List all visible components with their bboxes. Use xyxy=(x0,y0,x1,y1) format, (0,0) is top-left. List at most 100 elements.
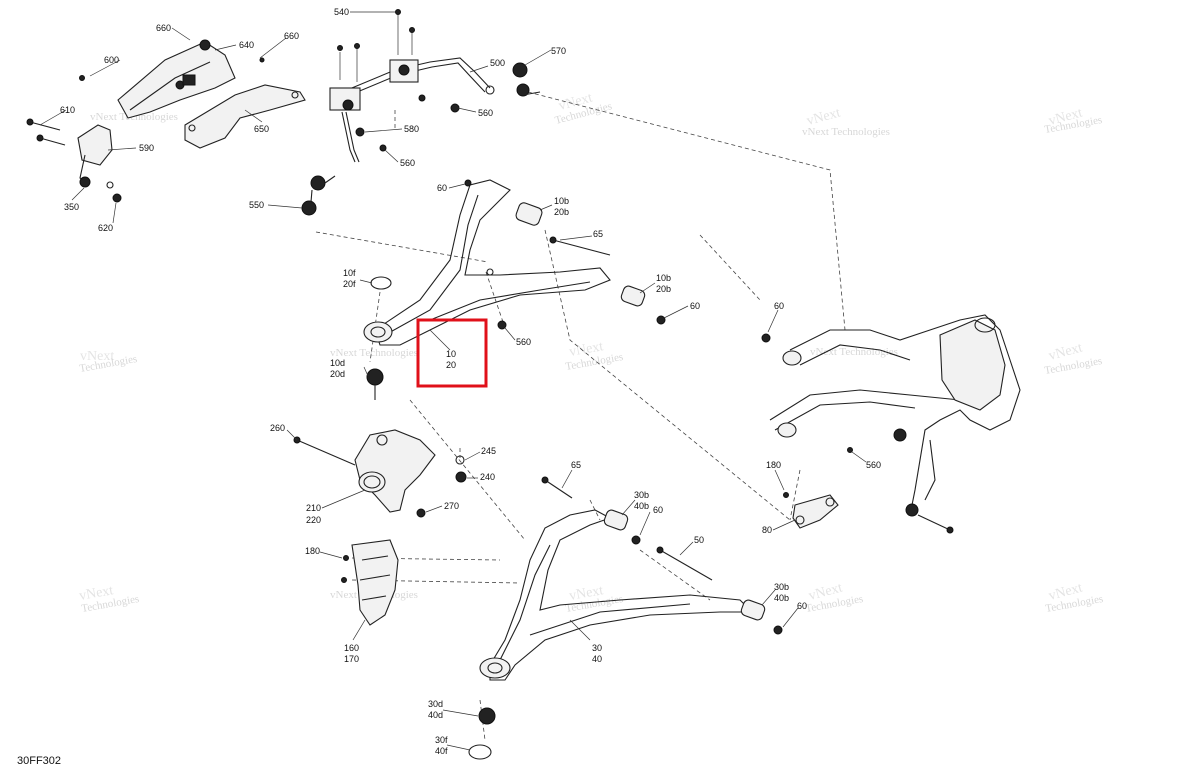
callout-560: 560 xyxy=(400,158,415,168)
nut-270-icon xyxy=(416,508,426,518)
highlight-box xyxy=(416,318,488,388)
callout-260: 260 xyxy=(270,423,285,433)
leader-lines xyxy=(39,11,867,751)
knuckle-assembly xyxy=(293,429,467,518)
watermark: vNext xyxy=(568,339,604,360)
callout-65: 65 xyxy=(571,460,581,470)
washer-245-icon xyxy=(455,455,465,465)
screw-180-icon xyxy=(783,492,789,498)
callout-550: 550 xyxy=(249,200,264,210)
guard-160 xyxy=(351,539,399,626)
callout-560: 560 xyxy=(516,337,531,347)
callout-245: 245 xyxy=(481,446,496,456)
callout-60: 60 xyxy=(653,505,663,515)
callout-560: 560 xyxy=(866,460,881,470)
link-rods xyxy=(301,62,541,216)
callout-60: 60 xyxy=(774,301,784,311)
lower-control-arm xyxy=(468,476,783,760)
link-rod-end-550 xyxy=(310,175,326,191)
callout-600: 600 xyxy=(104,55,119,65)
nut-240-icon xyxy=(455,471,467,483)
callout-570: 570 xyxy=(551,46,566,56)
knuckle-210 xyxy=(354,429,436,513)
sensor-590 xyxy=(77,124,113,166)
callout-40b: 40b xyxy=(634,501,649,511)
bushing-30b xyxy=(740,599,766,621)
callout-240: 240 xyxy=(480,472,495,482)
bushing-30b xyxy=(603,509,629,531)
upper-control-arm xyxy=(363,179,666,400)
retaining-ring-10f xyxy=(370,276,392,290)
callout-60: 60 xyxy=(690,301,700,311)
watermark: vNext Technologies xyxy=(330,347,418,359)
ball-joint-seat xyxy=(363,321,393,343)
watermark: vNext xyxy=(80,349,114,364)
callout-180: 180 xyxy=(766,460,781,470)
callout-210: 210 xyxy=(306,503,321,513)
callout-20b: 20b xyxy=(554,207,569,217)
screw-180-icon xyxy=(341,577,347,583)
stabilizer-bar-assembly xyxy=(329,9,495,163)
callout-40f: 40f xyxy=(435,746,448,756)
callout-65: 65 xyxy=(593,229,603,239)
nut-60-icon xyxy=(464,179,472,187)
bolt-icon xyxy=(199,39,211,51)
callout-580: 580 xyxy=(404,124,419,134)
callout-30d: 30d xyxy=(428,699,443,709)
callout-20f: 20f xyxy=(343,279,356,289)
watermark: vNext xyxy=(78,583,114,604)
callout-10b: 10b xyxy=(554,196,569,206)
ball-joint-10d xyxy=(366,368,384,386)
assembled-knuckle xyxy=(939,319,1006,411)
callout-620: 620 xyxy=(98,223,113,233)
bushing-10b xyxy=(620,285,646,307)
bracket-640 xyxy=(117,41,236,119)
callout-20b: 20b xyxy=(656,284,671,294)
bolt-65-icon xyxy=(541,476,549,484)
callout-590: 590 xyxy=(139,143,154,153)
callout-80: 80 xyxy=(762,525,772,535)
figure-code: 30FF302 xyxy=(17,755,61,767)
callout-540: 540 xyxy=(334,7,349,17)
callout-560: 560 xyxy=(478,108,493,118)
bushing-10b xyxy=(515,202,543,226)
watermark: vNext Technologies xyxy=(90,111,178,123)
callout-650: 650 xyxy=(254,124,269,134)
callout-10: 10 xyxy=(446,349,456,359)
bolt-65-icon xyxy=(549,236,557,244)
sensor-bracket-assembly xyxy=(26,39,306,203)
callout-660: 660 xyxy=(156,23,171,33)
nut-560-icon xyxy=(497,320,507,330)
callout-180: 180 xyxy=(305,546,320,556)
callout-640: 640 xyxy=(239,40,254,50)
plate-650 xyxy=(184,84,306,149)
callout-30f: 30f xyxy=(435,735,448,745)
callout-350: 350 xyxy=(64,202,79,212)
callout-50: 50 xyxy=(694,535,704,545)
shock-link xyxy=(783,492,839,529)
callout-60: 60 xyxy=(437,183,447,193)
nut-60-icon xyxy=(656,315,666,325)
callout-10b: 10b xyxy=(656,273,671,283)
callout-660: 660 xyxy=(284,31,299,41)
callout-60: 60 xyxy=(797,601,807,611)
nut-60-icon xyxy=(773,625,783,635)
callout-610: 610 xyxy=(60,105,75,115)
retaining-ring-30f xyxy=(468,744,492,760)
ball-joint-seat xyxy=(479,657,511,679)
callout-220: 220 xyxy=(306,515,321,525)
callout-labels: 540 660 660 600 640 610 590 350 620 650 … xyxy=(60,7,881,756)
link-rod-end-570 xyxy=(512,62,528,78)
link-80 xyxy=(792,494,839,529)
assembled-suspension-view xyxy=(761,314,1021,534)
callout-170: 170 xyxy=(344,654,359,664)
callout-20d: 20d xyxy=(330,369,345,379)
callout-160: 160 xyxy=(344,643,359,653)
callout-30b: 30b xyxy=(634,490,649,500)
nut-560-icon xyxy=(379,144,387,152)
callout-10f: 10f xyxy=(343,268,356,278)
watermark: vNext xyxy=(568,583,604,604)
callout-40: 40 xyxy=(592,654,602,664)
ball-joint-30d xyxy=(478,707,496,725)
